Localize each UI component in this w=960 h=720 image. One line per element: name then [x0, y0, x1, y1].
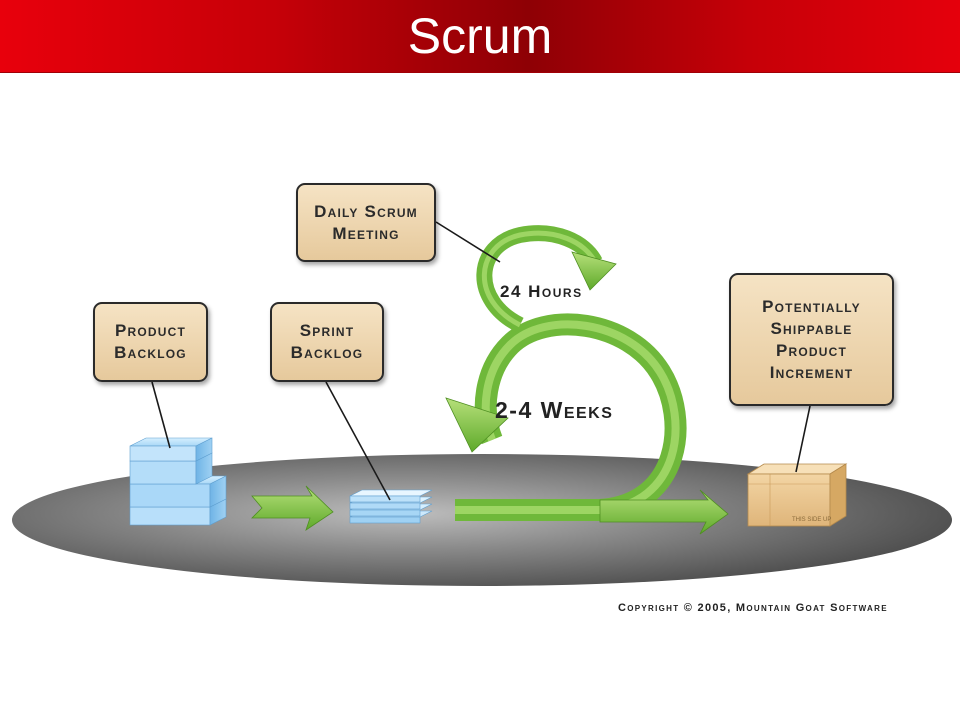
slide-title: Scrum	[407, 8, 553, 64]
flow-arrow-icon	[251, 485, 334, 531]
shippable-box-icon: THIS SIDE UP	[746, 463, 848, 527]
output-arrow-icon	[599, 489, 729, 535]
daily-scrum-label: Daily Scrum Meeting	[314, 201, 418, 243]
connector-increment	[795, 405, 811, 473]
connector-sprint	[325, 381, 391, 501]
connector-product	[151, 381, 171, 449]
copyright-text: Copyright © 2005, Mountain Goat Software	[618, 602, 888, 614]
connector-daily	[435, 221, 501, 263]
title-bar: Scrum	[0, 0, 960, 73]
callout-daily-scrum: Daily Scrum Meeting	[296, 183, 436, 262]
box-label: THIS SIDE UP	[792, 517, 831, 523]
daily-cycle-label: 24 Hours	[500, 282, 583, 301]
product-backlog-label: Product Backlog	[114, 321, 187, 362]
callout-product-backlog: Product Backlog	[93, 302, 208, 382]
callout-sprint-backlog: Sprint Backlog	[270, 302, 384, 382]
sprint-backlog-label: Sprint Backlog	[290, 321, 364, 362]
callout-increment: Potentially Shippable Product Increment	[729, 273, 894, 406]
product-backlog-stack-icon	[129, 437, 227, 526]
sprint-cycle-label: 2-4 Weeks	[495, 397, 614, 423]
sprint-backlog-stack-icon	[349, 489, 433, 524]
increment-label: Potentially Shippable Product Increment	[762, 296, 861, 382]
